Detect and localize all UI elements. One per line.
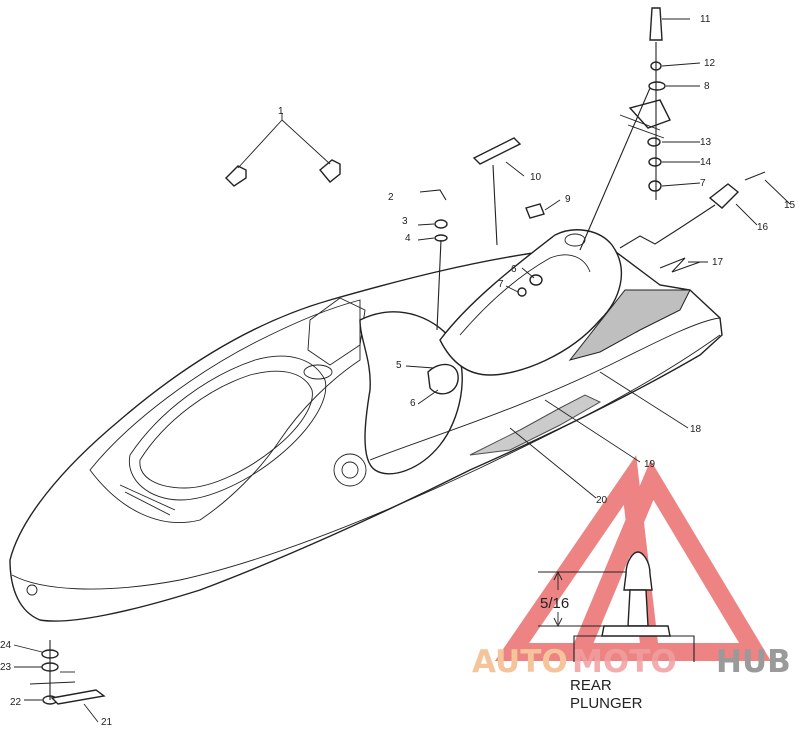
dimension-label: 5/16 (540, 595, 569, 612)
detail-caption-line2: PLUNGER (570, 695, 643, 712)
callout-8: 8 (704, 81, 710, 92)
watermark-hub: HUB (716, 644, 791, 680)
rear-plunger-detail: 5/16 REAR PLUNGER (538, 551, 695, 712)
callout-6a: 6 (410, 398, 416, 409)
callout-23: 23 (0, 662, 12, 673)
callout-2: 2 (388, 192, 394, 203)
callout-9: 9 (565, 194, 571, 205)
callout-17: 17 (712, 257, 724, 268)
callout-15: 15 (784, 200, 796, 211)
leader-lines (13, 18, 791, 723)
callout-18: 18 (690, 424, 702, 435)
callout-7a: 7 (498, 279, 504, 290)
callout-21: 21 (101, 717, 113, 726)
callout-19: 19 (644, 459, 656, 470)
callout-6b: 6 (511, 264, 517, 275)
callout-16: 16 (757, 222, 769, 233)
callout-22: 22 (10, 697, 22, 708)
callout-4: 4 (405, 233, 411, 244)
callout-7b: 7 (700, 178, 706, 189)
callout-11: 11 (700, 14, 711, 25)
callout-labels: 1 2 3 4 5 6 6 7 7 8 9 10 11 12 13 14 15 … (0, 14, 796, 728)
callout-5: 5 (396, 360, 402, 371)
callout-24: 24 (0, 640, 12, 651)
callout-3: 3 (402, 216, 408, 227)
hardware-parts (41, 7, 766, 705)
watermark-moto: MOTO (572, 644, 677, 680)
callout-14: 14 (700, 157, 712, 168)
watermark-auto: AUTO (472, 644, 568, 680)
callout-20: 20 (596, 495, 608, 506)
detail-caption-line1: REAR (570, 677, 612, 694)
callout-10: 10 (530, 172, 542, 183)
callout-13: 13 (700, 137, 712, 148)
callout-1: 1 (278, 106, 284, 117)
watercraft-hull (9, 229, 723, 622)
callout-12: 12 (704, 58, 716, 69)
watermark-text: AUTO MOTO HUB (472, 644, 791, 680)
